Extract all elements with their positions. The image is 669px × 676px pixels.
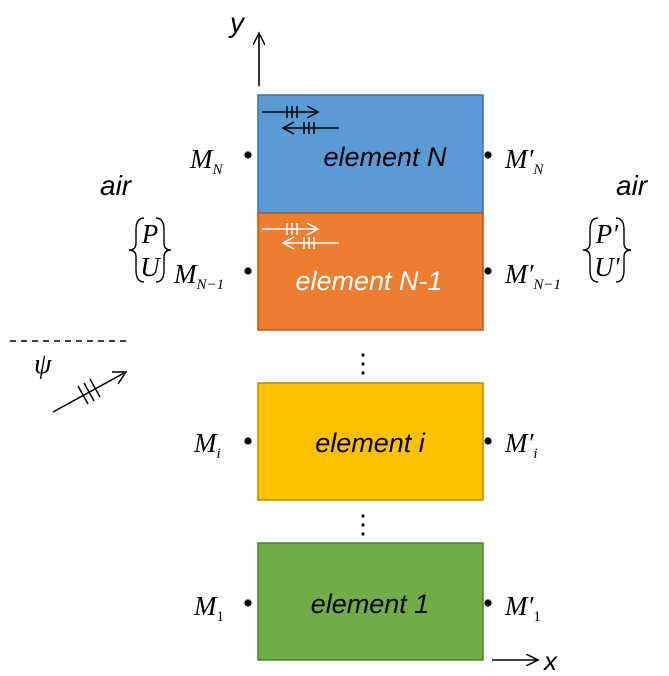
y-axis-label: y: [228, 7, 246, 38]
node-label-right-i: M′i: [504, 428, 538, 462]
backward-wave-arrow-icon: [281, 236, 339, 250]
node-dot-left-n: [244, 151, 252, 159]
right-vector-velocity: U′: [594, 252, 620, 282]
node-dot-right-i: [484, 437, 492, 445]
backward-wave-arrow-icon: [281, 121, 339, 135]
element-1-label: element 1: [311, 589, 430, 619]
node-label-left-1: M1: [193, 591, 224, 625]
left-medium-label: air: [100, 170, 133, 201]
gap-ellipsis: ⋮: [350, 510, 376, 539]
left-vector-velocity: U: [140, 252, 161, 282]
node-dot-left-1: [244, 599, 252, 607]
element-n-1-label: element N-1: [295, 266, 442, 296]
node-label-left-n-1: MN−1: [173, 259, 224, 293]
element-i-box: [257, 382, 484, 501]
node-label-right-n: M′N: [504, 144, 544, 178]
node-dot-right-n-1: [484, 267, 492, 275]
node-label-right-n-1: M′N−1: [504, 259, 561, 293]
left-curly-brace-right: [155, 217, 172, 283]
element-i-label: element i: [315, 428, 426, 458]
node-label-left-n: MN: [189, 144, 224, 178]
left-state-vector: P U: [128, 217, 172, 283]
element-n-1-box: [257, 212, 484, 331]
right-curly-brace-left: [582, 217, 599, 283]
gap-ellipsis: ⋮: [350, 349, 376, 378]
node-dot-left-n-1: [244, 267, 252, 275]
right-medium-label: air: [616, 170, 649, 201]
forward-wave-arrow-icon: [262, 105, 320, 119]
right-vector-pressure: P′: [595, 219, 619, 249]
element-n-box: [257, 94, 484, 214]
incidence-angle-label: ψ: [34, 349, 52, 380]
x-axis-label: x: [542, 646, 558, 676]
node-dot-left-i: [244, 437, 252, 445]
forward-wave-arrow-icon: [262, 222, 320, 236]
right-curly-brace-right: [615, 217, 632, 283]
node-label-right-1: M′1: [504, 591, 541, 625]
left-vector-pressure: P: [141, 219, 159, 249]
node-dot-right-n: [484, 151, 492, 159]
node-label-left-i: Mi: [193, 428, 221, 462]
element-1-box: [257, 542, 484, 661]
left-curly-brace-left: [128, 217, 145, 283]
element-n-label: element N: [323, 142, 447, 172]
node-dot-right-1: [484, 599, 492, 607]
incident-wave-arrow-icon: [52, 371, 128, 413]
right-state-vector: P′ U′: [582, 217, 632, 283]
